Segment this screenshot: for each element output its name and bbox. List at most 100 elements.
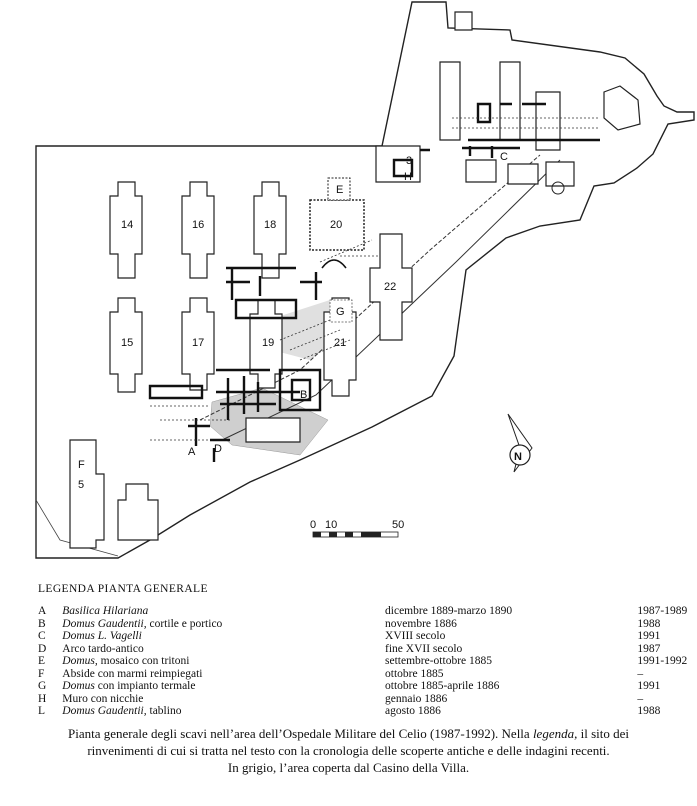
- legend-name-rest: Arco tardo-antico: [62, 642, 144, 655]
- legend-letter: D: [38, 642, 47, 655]
- building-top-1: [439, 61, 461, 141]
- legend-date: agosto 1886: [385, 705, 441, 717]
- building-top-4: [454, 11, 473, 31]
- legend-name-rest: Muro con nicchie: [62, 692, 144, 705]
- apse: [321, 259, 347, 269]
- label-d: D: [214, 443, 222, 455]
- building-c-3: [545, 161, 575, 187]
- building-e: [327, 177, 351, 201]
- north-arrow-icon: N: [507, 413, 533, 473]
- legend-date: gennaio 1886: [385, 692, 448, 705]
- building-c-2: [507, 163, 539, 185]
- label-g: G: [336, 306, 345, 318]
- scale-bar: 0 10 50: [310, 519, 404, 538]
- diagonal-road: [199, 154, 541, 421]
- label-e: E: [336, 184, 343, 196]
- excavated-walls: [148, 102, 600, 462]
- label-22: 22: [384, 281, 396, 293]
- legend-letter: L: [38, 705, 46, 717]
- legend-name-italic: Basilica Hilariana: [62, 605, 149, 617]
- building-c-1: [465, 159, 497, 183]
- legend-row: L Domus Gaudentii, tablino agosto 1886 1988: [38, 705, 697, 718]
- label-3: 3: [406, 155, 412, 167]
- building-h: [375, 145, 421, 183]
- legend-date: novembre 1886: [385, 617, 457, 630]
- label-h: H: [404, 171, 412, 183]
- label-16: 16: [192, 219, 204, 231]
- legend-title: LEGENDA PIANTA GENERALE: [38, 583, 208, 595]
- legend-date: ottobre 1885: [385, 667, 444, 680]
- label-14: 14: [121, 219, 133, 231]
- legend-recent: 1991: [637, 680, 661, 692]
- scale-0: 0: [310, 519, 316, 531]
- legend-table: A Basilica Hilariana dicembre 1889-marzo 1…: [38, 605, 697, 718]
- legend-row: C Domus L. Vagelli XVIII secolo 1991: [38, 630, 697, 643]
- legend-recent: 1987-1989: [637, 605, 688, 617]
- legend-letter: C: [38, 630, 46, 642]
- building-22: [369, 233, 413, 341]
- legend-name: Domus Gaudentii, cortile e portico: [62, 618, 385, 631]
- site-plan-map: 14 16 18 20 22 15 17 19 21 5 E G F H A D…: [35, 1, 695, 559]
- legend-recent: 1988: [637, 705, 661, 717]
- label-18: 18: [264, 219, 276, 231]
- legend-name-italic: Domus Gaudentii,: [62, 705, 147, 717]
- building-15: [109, 297, 143, 393]
- legend-row: H Muro con nicchie gennaio 1886 –: [38, 693, 697, 706]
- caption-line-1-b: il sito dei: [577, 726, 629, 741]
- building-5: [69, 439, 105, 549]
- north-label: N: [514, 451, 522, 463]
- legend-name-rest: tablino: [146, 705, 182, 717]
- legend-name-italic: Domus Gaudentii,: [62, 617, 147, 630]
- legend-name: Muro con nicchie: [62, 693, 385, 706]
- site-edge-lower: [35, 499, 119, 557]
- label-17: 17: [192, 337, 204, 349]
- label-19: 19: [262, 337, 274, 349]
- legend-letter: E: [38, 655, 46, 667]
- label-c: C: [500, 151, 508, 163]
- building-16: [181, 181, 215, 279]
- legend-row: A Basilica Hilariana dicembre 1889-marzo 1…: [38, 605, 697, 618]
- legend-recent: 1991: [637, 630, 661, 642]
- legend-date: ottobre 1885-aprile 1886: [385, 680, 500, 692]
- legend-recent: –: [637, 692, 644, 705]
- legend-name-rest: cortile e portico: [146, 617, 223, 630]
- legend-name-rest: Abside con marmi reimpiegati: [62, 667, 203, 680]
- legend-name-italic: Domus: [62, 680, 95, 692]
- figure-caption: Pianta generale degli scavi nell’area de…: [12, 725, 685, 776]
- legend-name-rest: mosaico con tritoni: [97, 655, 190, 667]
- legend-name: Domus L. Vagelli: [62, 630, 385, 643]
- legend-letter: A: [38, 605, 47, 617]
- legend-name: Domus, mosaico con tritoni: [62, 655, 385, 668]
- legend-date: XVIII secolo: [385, 630, 446, 642]
- legend-name: Arco tardo-antico: [62, 643, 385, 656]
- label-b: B: [300, 389, 307, 401]
- building-top-3: [535, 91, 561, 151]
- legend-letter: H: [38, 692, 47, 705]
- legend-name: Domus con impianto termale: [62, 680, 385, 693]
- label-5: 5: [78, 479, 84, 491]
- scale-10: 10: [325, 519, 337, 531]
- legend-letter: F: [38, 667, 45, 680]
- legend-date: dicembre 1889-marzo 1890: [385, 605, 513, 617]
- building-18: [253, 181, 287, 279]
- legend-date: settembre-ottobre 1885: [385, 655, 492, 667]
- caption-line-1: Pianta generale degli scavi nell’area de…: [12, 725, 685, 742]
- fine-dashed-walls: [150, 117, 600, 441]
- building-g: [329, 299, 353, 323]
- scale-50: 50: [392, 519, 404, 531]
- building-14: [109, 181, 143, 279]
- building-17: [181, 297, 215, 391]
- legend-recent: 1991-1992: [637, 655, 688, 667]
- legend-name-italic: Domus L. Vagelli: [62, 630, 142, 642]
- caption-line-2: rinvenimenti di cui si tratta nel testo …: [87, 743, 610, 758]
- small-round-structure: [551, 181, 565, 195]
- legend-name-rest: con impianto termale: [94, 680, 196, 692]
- legend-recent: 1987: [637, 642, 661, 655]
- legend-name: Abside con marmi reimpiegati: [62, 668, 385, 681]
- label-20: 20: [330, 219, 342, 231]
- legend-date: fine XVII secolo: [385, 642, 463, 655]
- label-21: 21: [334, 337, 346, 349]
